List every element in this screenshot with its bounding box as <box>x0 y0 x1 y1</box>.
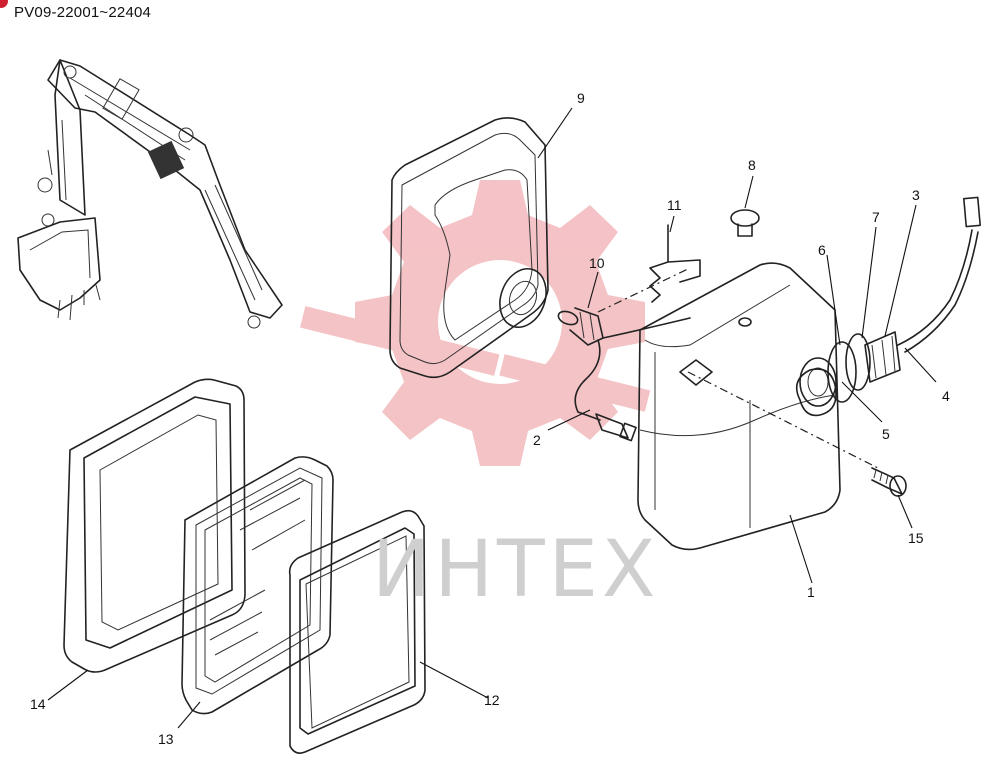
watermark-logo <box>300 180 651 466</box>
callout-4: 4 <box>942 388 950 404</box>
corner-marker <box>0 0 8 8</box>
callout-7: 7 <box>872 209 880 225</box>
callout-10: 10 <box>589 255 605 271</box>
callout-14: 14 <box>30 696 46 712</box>
part-1-lamp-housing <box>637 262 841 551</box>
part-8-plug <box>730 209 760 327</box>
callout-2: 2 <box>533 432 541 448</box>
part-11-clip <box>649 224 701 303</box>
excavator-arm-illustration <box>17 59 283 329</box>
assembly-axis-line <box>597 267 691 313</box>
part-14-frame <box>63 378 246 673</box>
part-3-4-cable <box>795 196 981 417</box>
callout-11: 11 <box>667 197 682 213</box>
model-code: PV09-22001~22404 <box>14 4 152 21</box>
callout-1: 1 <box>807 584 815 600</box>
callout-3: 3 <box>912 187 920 203</box>
part-15-screw <box>871 467 907 497</box>
callout-15: 15 <box>908 530 924 546</box>
part-13-lens <box>181 456 334 715</box>
part-2-connector <box>595 413 637 442</box>
watermark-text: ИНТЕХ <box>372 525 660 615</box>
callout-6: 6 <box>818 242 826 258</box>
part-12-gasket <box>288 509 426 754</box>
callout-8: 8 <box>748 157 756 173</box>
assembly-axis-line <box>687 371 879 469</box>
leader-lines <box>47 107 937 729</box>
callout-12: 12 <box>484 692 500 708</box>
callout-5: 5 <box>882 426 890 442</box>
callout-9: 9 <box>577 90 585 106</box>
callout-13: 13 <box>158 731 174 747</box>
part-9-lamp-cover <box>389 117 549 379</box>
